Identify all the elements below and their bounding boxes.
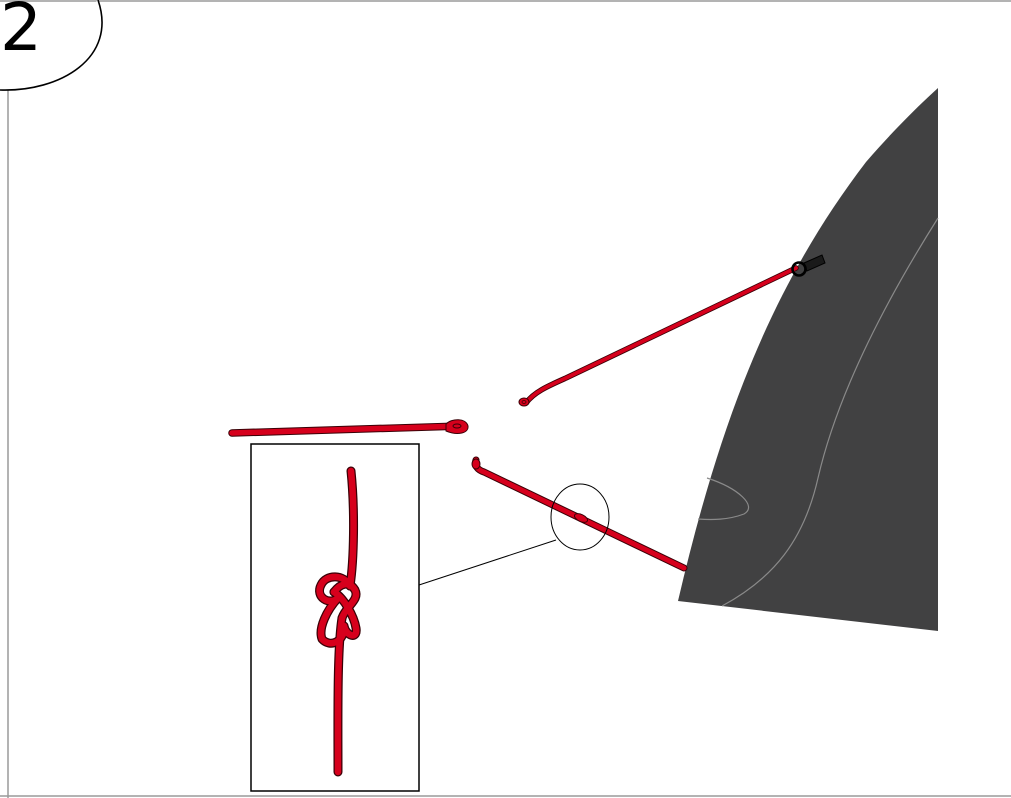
step-badge: 2 bbox=[0, 0, 103, 91]
upper-cord bbox=[518, 265, 799, 407]
lower-cord-knot bbox=[573, 513, 589, 523]
sail-panel-icon bbox=[678, 88, 939, 631]
callout-leader-line bbox=[418, 539, 557, 586]
callout-circle bbox=[550, 483, 610, 551]
ring-icon bbox=[791, 254, 826, 277]
knot-callout bbox=[418, 483, 610, 586]
lower-cord-end bbox=[471, 458, 481, 470]
sail-panel bbox=[678, 88, 938, 631]
figure-eight-knot-icon bbox=[315, 466, 361, 777]
attachment-ring bbox=[791, 261, 807, 277]
loose-cord bbox=[228, 419, 469, 437]
lower-cord bbox=[471, 456, 688, 572]
sail-seam bbox=[721, 217, 939, 607]
upper-cord-end bbox=[518, 397, 530, 407]
step-badge-outline bbox=[0, 0, 103, 91]
knot-detail-inset bbox=[250, 443, 420, 792]
step-number: 2 bbox=[0, 0, 42, 66]
loose-cord-end bbox=[445, 419, 469, 434]
sail-reinforcement-patch bbox=[697, 477, 750, 521]
